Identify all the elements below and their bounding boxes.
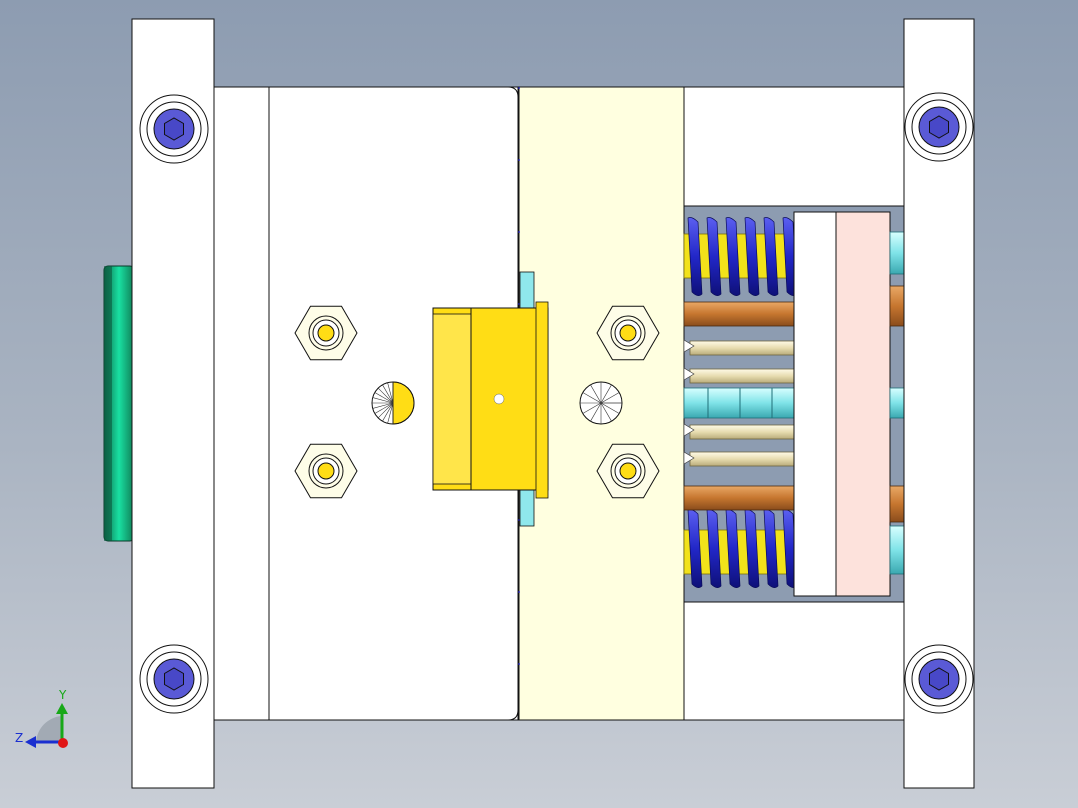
triad-y-label: Y xyxy=(59,688,67,702)
socket-screw-icon[interactable] xyxy=(139,644,209,714)
gate-marker-left-icon[interactable] xyxy=(371,381,415,425)
spring-coil-bottom xyxy=(687,509,798,588)
hex-nut-icon[interactable] xyxy=(596,305,660,361)
ejector-springs xyxy=(683,217,798,588)
hex-nut-icon[interactable] xyxy=(294,443,358,499)
ejector-rods xyxy=(683,301,795,511)
hex-nut-icon[interactable] xyxy=(596,443,660,499)
return-pins xyxy=(889,231,905,575)
spring-coil-icon xyxy=(687,217,703,296)
spring-coil-icon xyxy=(725,217,741,296)
gate-marker-right-icon[interactable] xyxy=(579,381,623,425)
socket-screw-icon[interactable] xyxy=(139,94,209,164)
sprue-hole-icon xyxy=(493,393,505,405)
ejector-retainer-plate[interactable] xyxy=(793,211,837,597)
core-insert[interactable] xyxy=(432,271,549,527)
hex-nut-group xyxy=(294,305,660,499)
spring-coil-icon xyxy=(744,217,760,296)
socket-screw-group xyxy=(139,92,974,714)
socket-screw-icon[interactable] xyxy=(904,92,974,162)
spring-coil-icon xyxy=(763,217,779,296)
spring-coil-icon xyxy=(706,217,722,296)
ejector-plate[interactable] xyxy=(835,211,891,597)
triad-z-label: Z xyxy=(15,731,24,745)
hex-nut-icon[interactable] xyxy=(294,305,358,361)
coordinate-triad-icon[interactable] xyxy=(25,703,68,748)
socket-screw-icon[interactable] xyxy=(904,644,974,714)
locating-ring[interactable] xyxy=(103,265,135,542)
